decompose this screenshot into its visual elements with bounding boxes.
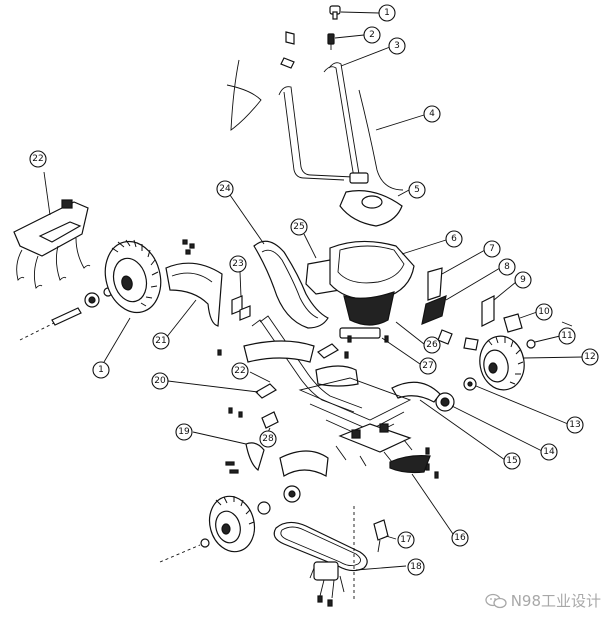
control-cable [226, 59, 425, 191]
svg-text:15: 15 [506, 456, 517, 466]
svg-text:6: 6 [451, 234, 457, 244]
right-fender [391, 381, 506, 461]
tiller-shaft [19, 287, 113, 341]
trim-pieces [437, 329, 479, 351]
svg-text:5: 5 [414, 185, 420, 195]
tiller-attachment [13, 171, 91, 289]
side-panel-9 [481, 281, 517, 327]
watermark: N98工业设计 [485, 590, 601, 611]
svg-text:4: 4 [429, 109, 435, 119]
callout-3: 3 [388, 37, 406, 55]
callout-10: 10 [535, 303, 553, 321]
clamp-part [280, 31, 295, 69]
callout-1-wheel: 1 [92, 361, 110, 379]
footrest [192, 431, 265, 471]
front-fender [279, 450, 329, 477]
skid-guard [389, 455, 454, 535]
svg-text:25: 25 [293, 222, 304, 232]
callout-14: 14 [540, 443, 558, 461]
svg-text:23: 23 [232, 259, 243, 269]
callout-20: 20 [151, 372, 169, 390]
callout-22-top: 22 [29, 150, 47, 168]
bolt-part [327, 33, 365, 50]
callout-26-leader [395, 321, 425, 345]
handle-grips [167, 343, 339, 399]
svg-text:9: 9 [520, 275, 526, 285]
hub-13 [463, 377, 569, 425]
callout-7: 7 [483, 240, 501, 258]
svg-text:1: 1 [384, 8, 390, 18]
callout-11: 11 [558, 327, 576, 345]
svg-text:3: 3 [394, 41, 400, 51]
svg-text:8: 8 [504, 262, 510, 272]
callout-12: 12 [581, 348, 599, 366]
callout-9: 9 [514, 271, 532, 289]
svg-text:16: 16 [454, 533, 466, 543]
right-wheel [479, 335, 584, 391]
svg-text:21: 21 [155, 336, 166, 346]
callout-8: 8 [498, 258, 516, 276]
callout-2: 2 [363, 26, 381, 44]
knob-part [329, 5, 380, 20]
svg-text:22: 22 [32, 154, 43, 164]
svg-text:14: 14 [543, 447, 555, 457]
side-panel-8 [421, 267, 501, 325]
svg-text:7: 7 [489, 244, 495, 254]
callout-16: 16 [451, 529, 469, 547]
svg-text:1: 1 [98, 365, 104, 375]
svg-text:18: 18 [410, 562, 422, 572]
wechat-icon [485, 593, 507, 608]
sprocket-14 [435, 392, 543, 452]
svg-text:10: 10 [538, 307, 550, 317]
callout-25: 25 [290, 218, 308, 236]
svg-text:11: 11 [561, 331, 572, 341]
left-fender [165, 262, 223, 339]
callout-27: 27 [381, 337, 437, 375]
callout-19: 19 [175, 423, 193, 441]
watermark-text: N98工业设计 [510, 592, 601, 610]
svg-text:26: 26 [426, 340, 438, 350]
callout-18: 18 [407, 558, 425, 576]
svg-text:19: 19 [178, 427, 190, 437]
callout-15: 15 [503, 452, 521, 470]
svg-text:20: 20 [154, 376, 166, 386]
callout-1-top: 1 [378, 4, 396, 22]
small-hardware-cluster [182, 239, 195, 255]
svg-text:13: 13 [569, 420, 580, 430]
callout-26: 26 [423, 336, 441, 354]
svg-text:28: 28 [262, 434, 274, 444]
main-frame [243, 315, 413, 467]
bracket-28 [261, 411, 279, 433]
wheel-nut-11 [526, 321, 573, 349]
side-panel-10 [503, 311, 538, 333]
front-sprocket [283, 485, 301, 503]
callout-23: 23 [229, 255, 247, 273]
callout-4: 4 [423, 105, 441, 123]
drive-belt-assembly [273, 506, 407, 607]
handle-console [339, 172, 410, 227]
left-wheel [103, 239, 162, 363]
seat-bracket [231, 271, 251, 321]
svg-text:27: 27 [422, 361, 433, 371]
svg-text:22: 22 [234, 366, 245, 376]
callout-28: 28 [259, 430, 277, 448]
side-panel-7 [427, 249, 486, 301]
svg-text:24: 24 [219, 184, 231, 194]
svg-text:12: 12 [584, 352, 595, 362]
callout-13: 13 [566, 416, 584, 434]
seat-cushion [229, 194, 329, 329]
svg-text:17: 17 [400, 535, 411, 545]
pulley-17 [373, 519, 397, 553]
callout-5: 5 [408, 181, 426, 199]
callout-22-frame: 22 [231, 362, 249, 380]
upper-handle-bar [278, 46, 391, 183]
callout-21: 21 [152, 332, 170, 350]
callout-17: 17 [397, 531, 415, 549]
bottom-wheel [159, 495, 271, 563]
callout-24: 24 [216, 180, 234, 198]
callout-6: 6 [445, 230, 463, 248]
svg-text:2: 2 [369, 30, 375, 40]
